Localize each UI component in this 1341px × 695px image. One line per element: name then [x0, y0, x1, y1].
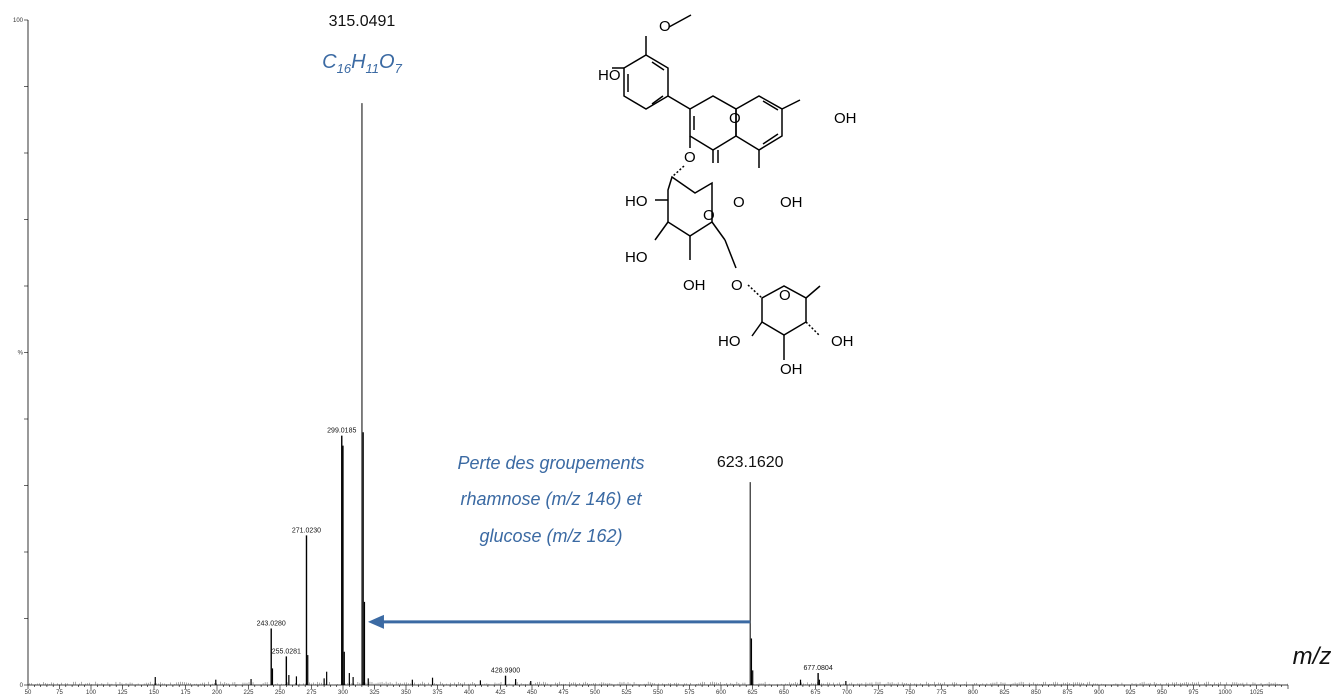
atom-label: OH: [831, 333, 854, 350]
atom-label: O: [729, 110, 741, 127]
x-axis-title: m/z: [1293, 643, 1332, 670]
structure-atom-labels: HO O O OH O O OH HO O HO OH O O HO OH OH: [598, 18, 857, 378]
atom-label: O: [684, 149, 696, 166]
x-tick-label: 500: [590, 690, 601, 695]
axes: 50 75 100 125 150 175 200 225 250 275 300 325 350 375…: [13, 18, 1289, 695]
x-tick-label: 150: [149, 690, 160, 695]
loss-line-1: Perte des groupements: [457, 453, 644, 473]
x-tick-label: 425: [495, 690, 506, 695]
x-tick-label: 275: [306, 690, 317, 695]
x-tick-label: 300: [338, 690, 349, 695]
x-tick-label: 750: [905, 690, 916, 695]
x-tick-label: 800: [968, 690, 979, 695]
x-tick-label: 550: [653, 690, 664, 695]
x-tick-label: 100: [86, 690, 97, 695]
peak-label: 271.0230: [292, 527, 321, 534]
x-tick-label: 775: [936, 690, 947, 695]
formula-label: C16H11O7: [322, 51, 402, 76]
x-tick-label: 575: [684, 690, 695, 695]
x-tick-label: 375: [432, 690, 443, 695]
atom-label: OH: [780, 361, 803, 378]
x-tick-label: 450: [527, 690, 538, 695]
x-tick-label: 1025: [1250, 690, 1264, 695]
x-tick-label: 1000: [1218, 690, 1232, 695]
x-tick-label: 825: [999, 690, 1010, 695]
atom-label: HO: [718, 333, 741, 350]
peak-label: 255.0281: [272, 648, 301, 655]
atom-label: HO: [625, 249, 648, 266]
x-tick-label: 975: [1188, 690, 1199, 695]
x-tick-label: 725: [873, 690, 884, 695]
atom-label: O: [703, 207, 715, 224]
x-tick-label: 875: [1062, 690, 1073, 695]
x-tick-label: 525: [621, 690, 632, 695]
x-tick-label: 650: [779, 690, 790, 695]
atom-label: HO: [598, 67, 621, 84]
atom-label: O: [731, 277, 743, 294]
formula-element: C: [322, 51, 337, 73]
formula-element: H: [351, 51, 366, 73]
formula-element: O: [379, 51, 395, 73]
atom-label: OH: [834, 110, 857, 127]
peak-label: 677.0804: [804, 665, 833, 672]
x-tick-label: 400: [464, 690, 475, 695]
atom-label: OH: [780, 194, 803, 211]
x-tick-label: 950: [1157, 690, 1168, 695]
peak-label: 315.0491: [329, 13, 396, 30]
x-tick-label: 200: [212, 690, 223, 695]
x-tick-label: 625: [747, 690, 758, 695]
atom-label: OH: [683, 277, 706, 294]
y-tick-label: 0: [20, 683, 24, 689]
x-tick-label: 175: [180, 690, 191, 695]
x-tick-label: 925: [1125, 690, 1136, 695]
x-tick-label: 900: [1094, 690, 1105, 695]
x-tick-label: 600: [716, 690, 727, 695]
x-tick-label: 325: [369, 690, 380, 695]
y-tick-label: 100: [13, 18, 24, 24]
peak-label: 428.9900: [491, 668, 520, 675]
x-tick-label: 225: [243, 690, 254, 695]
formula-subscript: 7: [395, 61, 403, 76]
baseline-noise: [29, 681, 1288, 685]
loss-annotation: Perte des groupements rhamnose (m/z 146)…: [457, 453, 644, 546]
x-tick-label: 250: [275, 690, 286, 695]
x-tick-label: 700: [842, 690, 853, 695]
x-tick-label: 675: [810, 690, 821, 695]
x-tick-label: 50: [25, 690, 32, 695]
x-tick-label: 125: [117, 690, 128, 695]
x-tick-label: 850: [1031, 690, 1042, 695]
peak-label: 243.0280: [257, 620, 286, 627]
chemical-structure: [612, 14, 821, 360]
x-tick-label: 475: [558, 690, 569, 695]
peak-label: 299.0185: [327, 428, 356, 435]
peak-label: 623.1620: [717, 454, 784, 471]
atom-label: O: [733, 194, 745, 211]
atom-label: O: [659, 18, 671, 35]
loss-line-2: rhamnose (m/z 146) et: [460, 489, 642, 509]
atom-label: HO: [625, 193, 648, 210]
atom-label: O: [779, 287, 791, 304]
formula-subscript: 11: [366, 61, 380, 76]
x-tick-label: 350: [401, 690, 412, 695]
loss-arrow: [367, 614, 751, 629]
arrow-head: [367, 614, 384, 629]
formula-subscript: 16: [337, 61, 352, 76]
x-tick-label: 75: [56, 690, 63, 695]
loss-line-3: glucose (m/z 162): [479, 526, 622, 546]
peak-labels: 315.0491 623.1620 299.0185 271.0230 243.0280…: [257, 13, 833, 675]
peaks: [154, 103, 847, 685]
y-tick-label: %: [18, 351, 24, 357]
